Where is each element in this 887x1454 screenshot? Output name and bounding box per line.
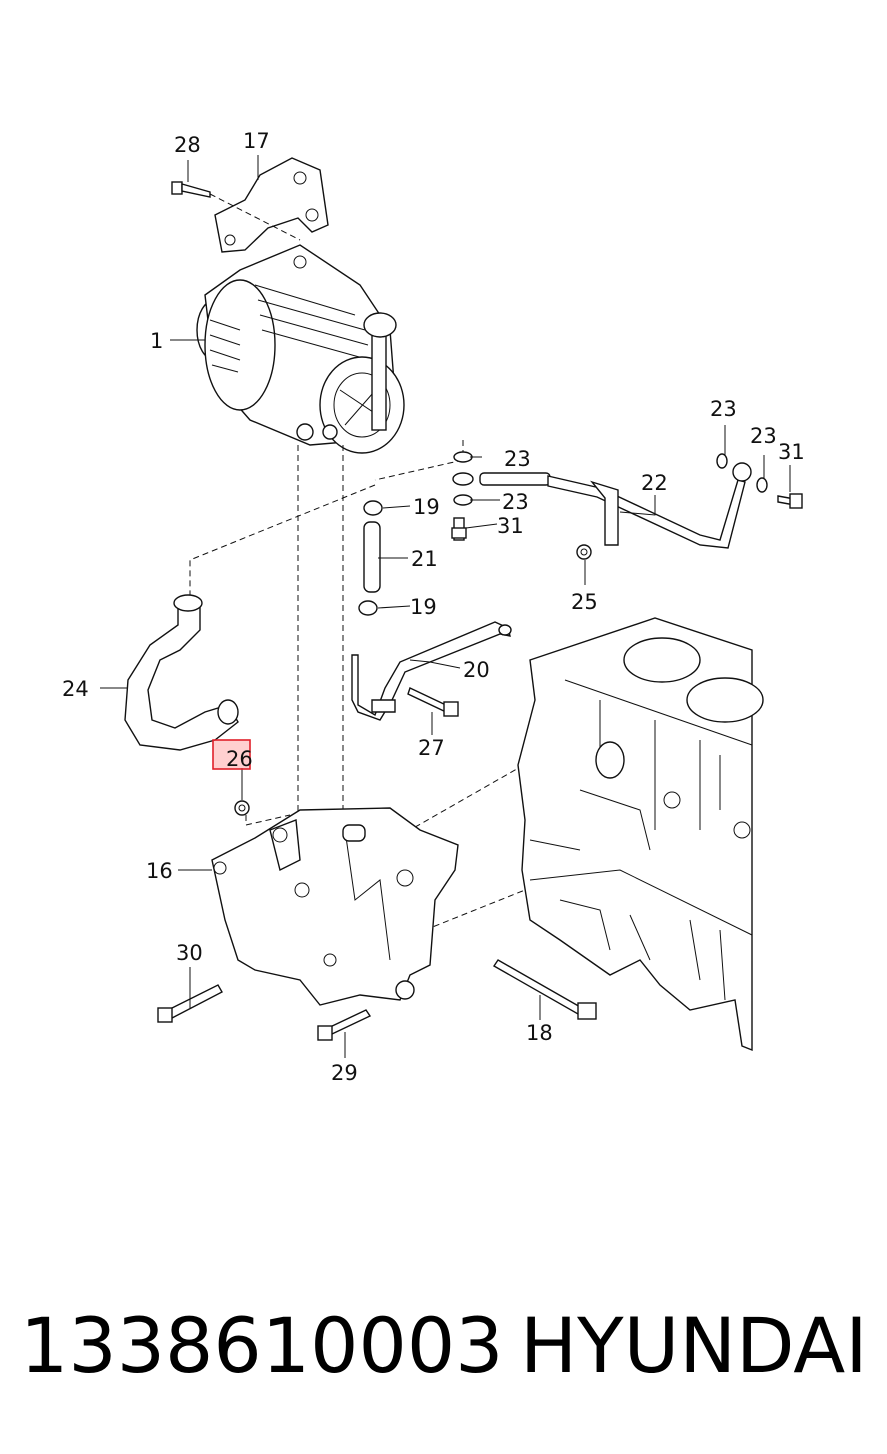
- engine-block: [517, 617, 764, 1052]
- washers-23: [452, 451, 768, 506]
- callout-25[interactable]: 25: [571, 590, 598, 614]
- clamp-19: [358, 500, 383, 616]
- hose-24: [124, 594, 239, 751]
- callout-27[interactable]: 27: [418, 736, 445, 760]
- leader-lines: [100, 155, 791, 1058]
- bolts-31: [451, 493, 803, 541]
- bolt-29: [317, 1009, 372, 1041]
- brand-name: HYUNDAI: [520, 1301, 868, 1390]
- part-number: 1338610003: [20, 1301, 504, 1390]
- callout-31-a[interactable]: 31: [778, 440, 805, 464]
- callout-labels: 28 17 1 23 23 23 23 31 31 22 19 19 21 25…: [62, 129, 805, 1085]
- bolt-30: [157, 984, 223, 1023]
- nut-25: [576, 544, 592, 560]
- callout-31-b[interactable]: 31: [497, 514, 524, 538]
- callout-19-b[interactable]: 19: [410, 595, 437, 619]
- callout-23-c[interactable]: 23: [504, 447, 531, 471]
- vacuum-pipe-20: [351, 621, 512, 721]
- bolt-18: [493, 959, 597, 1020]
- bolt-28: [171, 181, 211, 198]
- nut-26: [234, 800, 250, 816]
- callout-18[interactable]: 18: [526, 1021, 553, 1045]
- callout-1[interactable]: 1: [150, 329, 163, 353]
- vacuum-pipe-22: [479, 462, 752, 549]
- callout-26[interactable]: 26: [226, 747, 253, 771]
- callout-26-highlight[interactable]: [212, 739, 251, 770]
- callout-24[interactable]: 24: [62, 677, 89, 701]
- callout-23-b[interactable]: 23: [750, 424, 777, 448]
- bracket-16: [211, 807, 459, 1006]
- callout-23-a[interactable]: 23: [710, 397, 737, 421]
- callout-19-a[interactable]: 19: [413, 495, 440, 519]
- hose-21: [363, 521, 381, 593]
- callout-16[interactable]: 16: [146, 859, 173, 883]
- callout-29[interactable]: 29: [331, 1061, 358, 1085]
- callout-30[interactable]: 30: [176, 941, 203, 965]
- alternator-1: [196, 244, 405, 454]
- callout-23-d[interactable]: 23: [502, 490, 529, 514]
- callout-20[interactable]: 20: [463, 658, 490, 682]
- bolt-27: [407, 687, 459, 717]
- callout-21[interactable]: 21: [411, 547, 438, 571]
- callout-17[interactable]: 17: [243, 129, 270, 153]
- callout-28[interactable]: 28: [174, 133, 201, 157]
- callout-22[interactable]: 22: [641, 471, 668, 495]
